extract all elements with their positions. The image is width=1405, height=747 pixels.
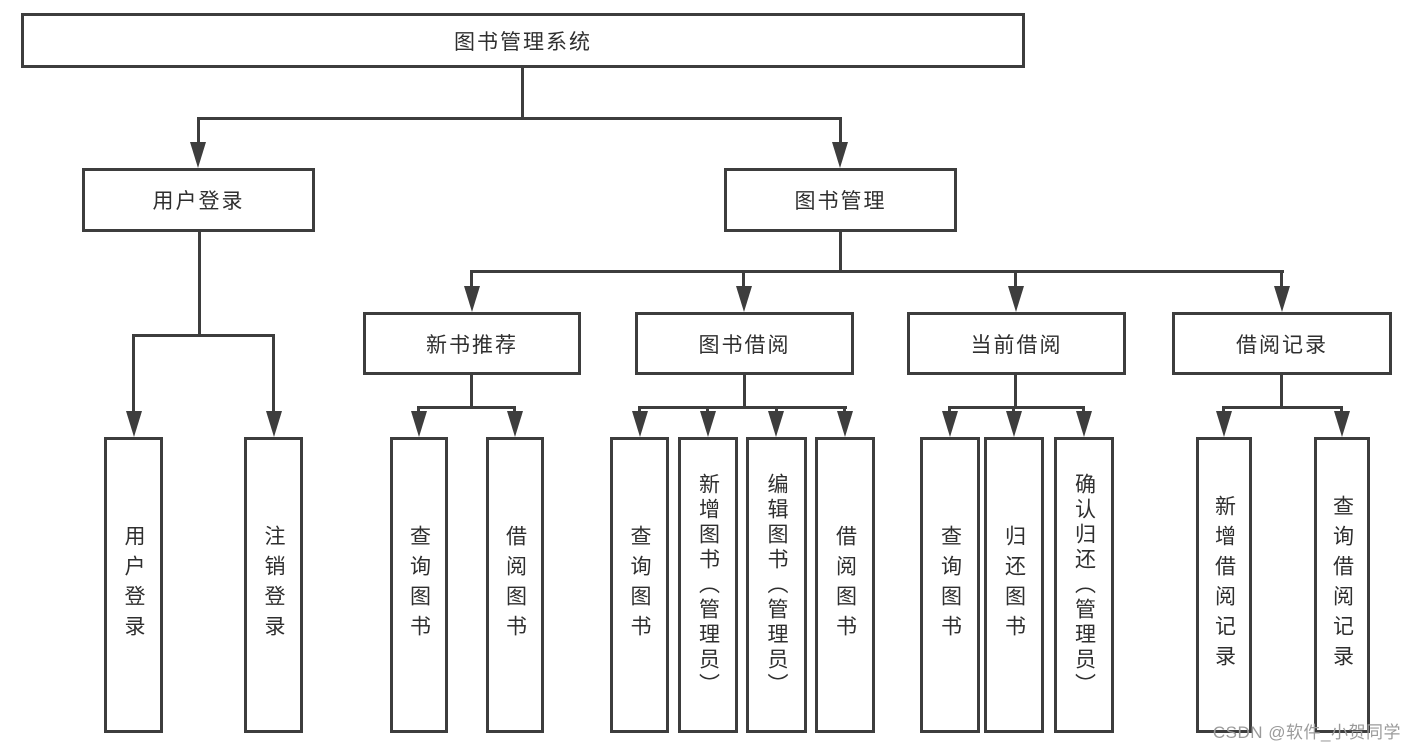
- node-label: 借阅图书: [833, 525, 857, 645]
- node-label: 确认归还（管理员）: [1072, 472, 1096, 698]
- arrow-down-icon: [464, 286, 480, 312]
- connector-current-rail: [948, 406, 1085, 409]
- node-library-management-system: 图书管理系统: [21, 13, 1025, 68]
- node-new-book-recommendation: 新书推荐: [363, 312, 581, 375]
- node-user-login-leaf: 用户登录: [104, 437, 163, 733]
- node-label: 图书管理系统: [454, 30, 592, 54]
- node-label: 归还图书: [1002, 525, 1026, 645]
- arrow-down-icon: [1006, 411, 1022, 437]
- connector-to-current: [1014, 270, 1017, 288]
- connector-root-trunk: [521, 68, 524, 118]
- node-label: 图书管理: [794, 190, 887, 213]
- connector-book-management-trunk: [839, 230, 842, 272]
- connector-to-recommend: [470, 270, 473, 288]
- node-label: 查询图书: [628, 525, 651, 645]
- node-label: 当前借阅: [970, 333, 1063, 357]
- connector-to-records: [1280, 270, 1283, 288]
- node-book-borrowing: 图书借阅: [635, 312, 854, 375]
- connector-leaf: [706, 406, 709, 415]
- arrow-down-icon: [411, 411, 427, 437]
- node-label: 用户登录: [152, 190, 245, 213]
- node-return-books: 归还图书: [984, 437, 1044, 733]
- arrow-down-icon: [1274, 286, 1290, 312]
- connector-user-login-trunk: [198, 230, 201, 335]
- connector-leaf: [1082, 406, 1085, 415]
- node-label: 注销登录: [262, 525, 285, 645]
- connector-to-book-management: [839, 117, 842, 145]
- node-borrowing-records: 借阅记录: [1172, 312, 1392, 375]
- node-borrow-books-borrowing: 借阅图书: [815, 437, 875, 733]
- connector-user-login-rail: [132, 334, 275, 337]
- arrow-down-icon: [942, 411, 958, 437]
- connector-leaf: [638, 406, 641, 415]
- arrow-down-icon: [1076, 411, 1092, 437]
- node-user-login: 用户登录: [82, 168, 315, 232]
- connector-leaf: [948, 406, 951, 415]
- connector-to-borrowing: [742, 270, 745, 288]
- node-add-books-admin: 新增图书（管理员）: [678, 437, 738, 733]
- node-borrow-books-recommend: 借阅图书: [486, 437, 544, 733]
- arrow-down-icon: [266, 411, 282, 437]
- node-label: 图书借阅: [698, 333, 791, 357]
- node-label: 借阅记录: [1236, 333, 1328, 357]
- node-book-management: 图书管理: [724, 168, 957, 232]
- arrow-down-icon: [736, 286, 752, 312]
- node-label: 新书推荐: [426, 333, 518, 357]
- node-query-books-recommend: 查询图书: [390, 437, 448, 733]
- connector-records-rail: [1222, 406, 1343, 409]
- connector-leaf: [513, 406, 516, 415]
- arrow-down-icon: [1334, 411, 1350, 437]
- connector-to-user-login: [197, 117, 200, 145]
- connector-leaf: [1340, 406, 1343, 415]
- arrow-down-icon: [700, 411, 716, 437]
- node-label: 编辑图书（管理员）: [765, 472, 788, 698]
- connector-to-login-leaf: [132, 334, 135, 412]
- node-current-borrowing: 当前借阅: [907, 312, 1126, 375]
- connector-leaf: [775, 406, 778, 415]
- arrow-down-icon: [832, 142, 848, 168]
- connector-recommend-trunk: [470, 373, 473, 408]
- arrow-down-icon: [190, 142, 206, 168]
- arrow-down-icon: [837, 411, 853, 437]
- arrow-down-icon: [768, 411, 784, 437]
- node-label: 新增图书（管理员）: [696, 472, 720, 698]
- node-query-books-current: 查询图书: [920, 437, 980, 733]
- connector-records-trunk: [1280, 373, 1283, 408]
- node-query-books-borrowing: 查询图书: [610, 437, 669, 733]
- connector-leaf: [1222, 406, 1225, 415]
- node-label: 新增借阅记录: [1212, 495, 1236, 675]
- connector-level3-rail: [470, 270, 1284, 273]
- connector-leaf: [843, 406, 846, 415]
- connector-current-trunk: [1014, 373, 1017, 408]
- arrow-down-icon: [126, 411, 142, 437]
- node-logout: 注销登录: [244, 437, 303, 733]
- arrow-down-icon: [1216, 411, 1232, 437]
- connector-recommend-rail: [417, 406, 516, 409]
- connector-level1-rail: [197, 117, 842, 120]
- arrow-down-icon: [1008, 286, 1024, 312]
- arrow-down-icon: [507, 411, 523, 437]
- node-label: 查询图书: [407, 525, 431, 645]
- connector-leaf: [417, 406, 420, 415]
- arrow-down-icon: [632, 411, 648, 437]
- node-label: 查询图书: [938, 525, 962, 645]
- node-confirm-return-admin: 确认归还（管理员）: [1054, 437, 1114, 733]
- node-edit-books-admin: 编辑图书（管理员）: [746, 437, 807, 733]
- node-query-borrow-record: 查询借阅记录: [1314, 437, 1370, 733]
- connector-leaf: [1012, 406, 1015, 415]
- connector-to-logout-leaf: [272, 334, 275, 412]
- node-label: 借阅图书: [503, 525, 527, 645]
- node-add-borrow-record: 新增借阅记录: [1196, 437, 1252, 733]
- csdn-watermark: CSDN @软件_小贺同学: [1212, 723, 1401, 742]
- connector-borrowing-rail: [638, 406, 847, 409]
- node-label: 查询借阅记录: [1330, 495, 1354, 675]
- connector-borrowing-trunk: [743, 373, 746, 408]
- node-label: 用户登录: [122, 525, 145, 645]
